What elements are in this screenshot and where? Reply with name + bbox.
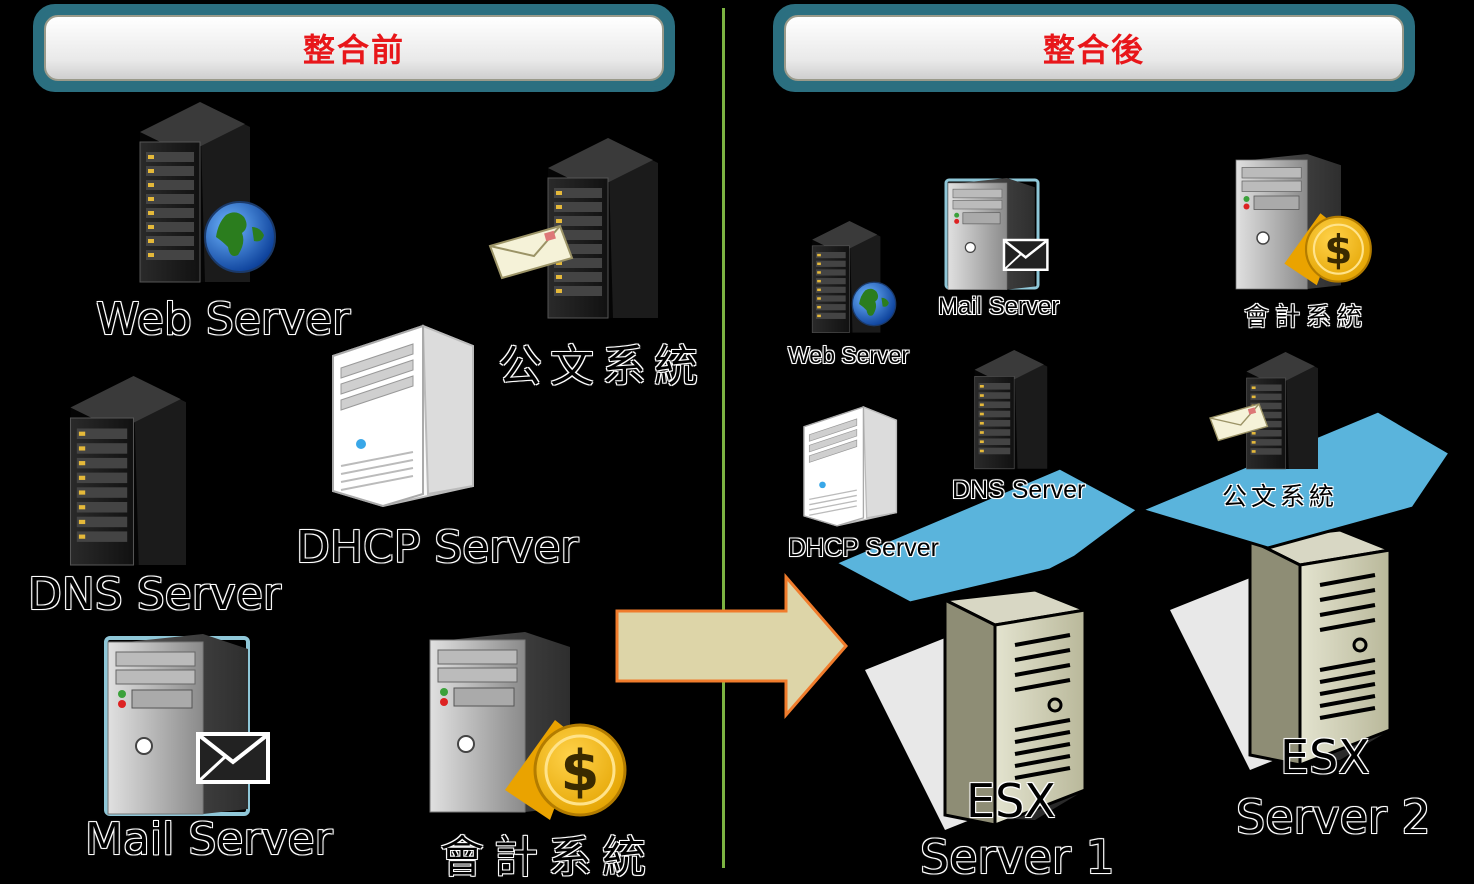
- after-mail-server-label: Mail Server: [938, 293, 1060, 320]
- before-dhcp-server-label: DHCP Server: [296, 522, 579, 573]
- after-doc-system-server-icon: [1209, 351, 1319, 470]
- mail-server-icon: [104, 633, 270, 816]
- esx-1-platform: [831, 466, 1141, 605]
- esx-1-label-line2: Server 1: [920, 830, 1115, 884]
- after-dns-server-label: DNS Server: [952, 476, 1086, 504]
- esx-2-label-line2: Server 2: [1236, 790, 1431, 844]
- after-dns-server-icon: [974, 349, 1048, 470]
- accounting-server-icon: [429, 631, 627, 822]
- after-accounting-server-icon: [1235, 153, 1372, 290]
- before-title-box: 整合前: [33, 4, 675, 92]
- dhcp-server-icon: [332, 325, 474, 507]
- migration-arrow-icon: [615, 572, 848, 720]
- esx-2-platform: [1136, 409, 1453, 550]
- after-web-server-icon: [811, 220, 897, 333]
- after-title: 整合後: [1042, 31, 1145, 69]
- after-title-box: 整合後: [773, 4, 1415, 92]
- after-web-server-label: Web Server: [788, 342, 910, 368]
- before-title: 整合前: [302, 31, 405, 69]
- esx-2-label-line1: ESX: [1280, 730, 1370, 784]
- before-dns-server-label: DNS Server: [28, 569, 281, 620]
- before-web-server-label: Web Server: [96, 294, 351, 345]
- doc-system-server-icon: [489, 137, 659, 319]
- after-dhcp-server-icon: [803, 406, 898, 527]
- before-doc-system-label: 公文系統: [498, 341, 706, 392]
- before-mail-server-label: Mail Server: [85, 814, 333, 865]
- before-accounting-label: 會計系統: [440, 832, 656, 883]
- after-doc-system-label: 公文系統: [1222, 482, 1339, 511]
- after-mail-server-icon: [944, 177, 1049, 291]
- after-accounting-label: 會計系統: [1244, 302, 1369, 331]
- after-dhcp-server-label: DHCP Server: [788, 534, 939, 562]
- dns-server-icon: [69, 375, 187, 566]
- esx-1-label-line1: ESX: [966, 774, 1056, 828]
- web-server-icon: [139, 101, 276, 283]
- panel-divider: [722, 8, 725, 868]
